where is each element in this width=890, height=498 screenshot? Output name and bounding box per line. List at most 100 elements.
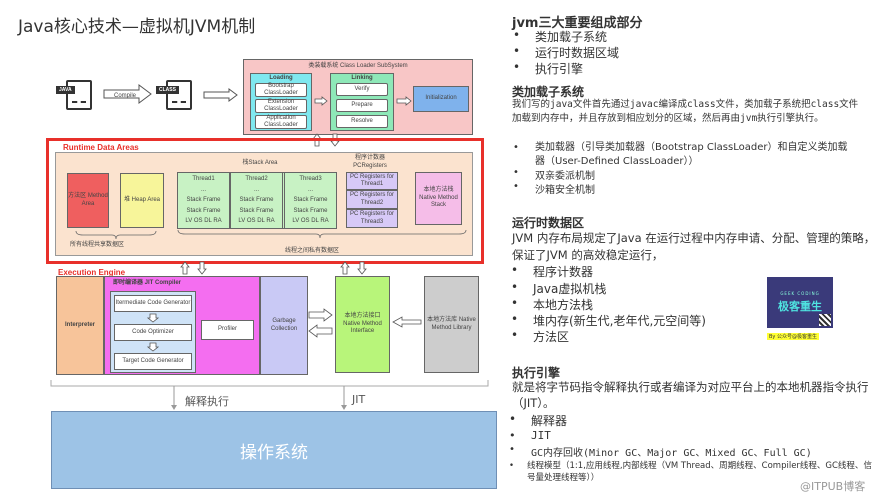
stack-frame: Stack Frame xyxy=(239,197,274,203)
section2-item: •双亲委派机制 xyxy=(513,167,595,182)
section1-item: •运行时数据区域 xyxy=(513,44,620,60)
thread-name: Thread3 xyxy=(299,176,322,182)
jit-label: JIT xyxy=(352,393,366,406)
bootstrap-classloader: Bootstrap ClassLoader xyxy=(255,83,307,97)
prepare-step: Prepare xyxy=(336,99,388,112)
section2-heading: 类加载子系统 xyxy=(512,85,585,99)
section1-item: •类加载子系统 xyxy=(513,28,608,44)
verify-step: Verify xyxy=(336,83,388,96)
section1-item: •执行引擎 xyxy=(513,60,584,76)
section2-body: 我们写的java文件首先通过javac编译成class文件，类加载子系统把cla… xyxy=(512,99,859,124)
loading-title: Loading xyxy=(269,75,293,81)
section2-item: •类加载器（引导类加载器（Bootstrap ClassLoader）和自定义类… xyxy=(513,142,848,167)
section3-item: •Java虚拟机栈 xyxy=(511,280,607,296)
runtime-data-areas xyxy=(46,138,484,264)
resolve-step: Resolve xyxy=(336,115,388,128)
compile-arrow-icon xyxy=(103,84,152,104)
section1-heading: jvm三大重要组成部分 xyxy=(512,16,643,31)
loading-to-linking-arrow-icon xyxy=(314,96,328,106)
application-classloader: Application ClassLoader xyxy=(255,115,307,129)
stack-area-title: 栈Stack Area xyxy=(242,160,278,166)
interpret-label: 解释执行 xyxy=(185,395,229,408)
jit-title: 即时编译器 JIT Compiler xyxy=(113,280,182,286)
execution-engine-title: Execution Engine xyxy=(58,268,126,277)
runtime-native-arrows-icon xyxy=(340,261,367,275)
section4-item: •解释器 xyxy=(509,412,568,428)
stack-frame: Stack Frame xyxy=(239,207,274,214)
watermark: @ITPUB博客 xyxy=(800,480,866,493)
section4-heading: 执行引擎 xyxy=(512,366,561,380)
local-vars: LV OS DL RA xyxy=(238,218,275,224)
java-file-tag: JAVA xyxy=(56,86,75,94)
pc-register-thread1: PC Registers for Thread1 xyxy=(346,172,398,190)
shared-brace-icon xyxy=(75,230,157,240)
profiler-box: Profiler xyxy=(201,320,254,340)
qr-code-icon xyxy=(819,314,831,326)
local-vars: LV OS DL RA xyxy=(185,218,222,224)
compile-label: Compile xyxy=(113,93,136,99)
library-to-interface-arrow-icon xyxy=(392,316,422,328)
badge-caption: By 公众号@极客重生 xyxy=(767,333,819,340)
load-arrow-icon xyxy=(203,88,238,102)
pc-register-thread2: PC Registers for Thread2 xyxy=(346,190,398,209)
gc-native-arrows-icon xyxy=(308,308,333,338)
initialization-box: Initialization xyxy=(413,86,469,112)
method-area: 方法区 Method Area xyxy=(67,173,109,228)
code-optimizer: Code Optimizer xyxy=(114,324,192,341)
private-brace-icon xyxy=(177,229,467,239)
section3-heading: 运行时数据区 xyxy=(512,216,585,230)
stack-frame: Stack Frame xyxy=(186,207,221,214)
section3-body: JVM 内存布局规定了Java 在运行过程中内存申请、分配、管理的策略，保证了J… xyxy=(512,231,876,262)
section4-body: 就是将字节码指令解释执行或者编译为对应平台上的本地机器指令执行（JIT）。 xyxy=(512,380,869,410)
linking-to-init-arrow-icon xyxy=(396,96,412,106)
badge-subtitle: GEEK CODING xyxy=(780,291,820,296)
intermediate-code-generator: Itermediate Code Generator xyxy=(114,295,192,312)
extension-classloader: Extension ClassLoader xyxy=(255,99,307,113)
native-method-interface: 本地方法接口 Native Method Interface xyxy=(335,276,390,373)
section4-item: •GC内存回收(Minor GC、Major GC、Mixed GC、Full … xyxy=(509,444,812,459)
badge-title: 极客重生 xyxy=(778,300,822,313)
interpreter-box: Interpreter xyxy=(56,276,104,375)
section3-item: •方法区 xyxy=(511,328,570,344)
runtime-title: Runtime Data Areas xyxy=(63,143,139,152)
thread-name: Thread2 xyxy=(245,176,268,182)
thread-dots: ... xyxy=(307,186,313,193)
section3-item: •堆内存(新生代,老年代,元空间等) xyxy=(511,312,706,328)
down-arrow-icon xyxy=(147,313,159,323)
local-vars: LV OS DL RA xyxy=(292,218,329,224)
section3-item: •本地方法栈 xyxy=(511,296,594,312)
private-label: 线程之间私有数据区 xyxy=(285,248,340,254)
thread-dots: ... xyxy=(200,186,206,193)
section4-item: •线程模型（1:1,应用线程,内部线程（VM Thread、周期线程、Compi… xyxy=(509,461,872,483)
java-file-icon: JAVA xyxy=(56,80,92,110)
linking-title: Linking xyxy=(351,75,373,81)
heap-area: 堆 Heap Area xyxy=(120,173,164,228)
thread-dots: ... xyxy=(253,186,259,193)
operating-system-box: 操作系统 xyxy=(51,411,497,489)
class-file-tag: CLASS xyxy=(156,86,179,94)
class-file-icon: CLASS xyxy=(156,80,192,110)
page-title: Java核心技术—虚拟机JVM机制 xyxy=(18,17,256,37)
stack-frame: Stack Frame xyxy=(293,207,328,214)
stack-frame: Stack Frame xyxy=(293,197,328,203)
class-loader-title: 类装载系统 Class Loader SubSystem xyxy=(308,63,408,69)
section4-item: •JIT xyxy=(509,429,551,442)
target-code-generator: Target Code Generator xyxy=(114,353,192,370)
section2-item: •沙箱安全机制 xyxy=(513,181,595,196)
down-arrow-icon xyxy=(147,342,159,352)
runtime-execution-arrows-icon xyxy=(180,261,207,275)
shared-label: 所有线程共享数据区 xyxy=(70,242,125,248)
native-method-library: 本地方法库 Native Method Library xyxy=(424,276,479,373)
pc-registers-title: 程序计数器 PCRegisters xyxy=(353,155,387,169)
section3-item: •程序计数器 xyxy=(511,263,594,279)
geek-badge: GEEK CODING 极客重生 xyxy=(767,277,833,328)
thread-name: Thread1 xyxy=(192,176,215,182)
stack-frame: Stack Frame xyxy=(186,197,221,203)
native-method-stack: 本地方法栈 Native Method Stack xyxy=(415,172,462,225)
pc-register-thread3: PC Registers for Thread3 xyxy=(346,209,398,228)
os-bracket-icon xyxy=(50,380,489,410)
garbage-collection-box: Garbage Collection xyxy=(260,276,308,375)
